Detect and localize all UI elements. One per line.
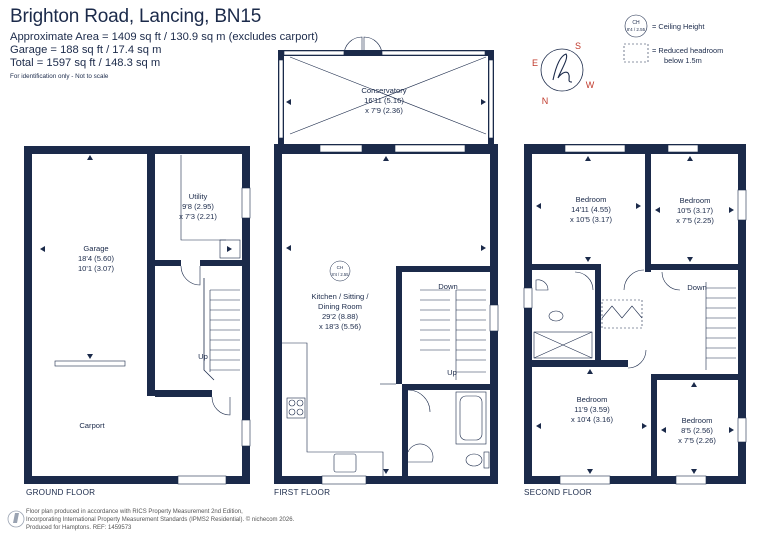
bedroom2-name: Bedroom: [680, 196, 711, 205]
kitchen-dims2: x 18'3 (5.56): [319, 322, 361, 331]
first-floor-label: FIRST FLOOR: [274, 488, 331, 497]
garage-dims1: 18'4 (5.60): [78, 254, 115, 263]
compass-south: S: [575, 41, 581, 51]
total-area: Total = 1597 sq ft / 148.3 sq m: [10, 57, 161, 69]
ground-floor-label: GROUND FLOOR: [26, 488, 96, 497]
second-floor-plan: [523, 144, 747, 485]
property-title: Brighton Road, Lancing, BN15: [10, 6, 262, 27]
carport-name: Carport: [79, 421, 105, 430]
utility-name: Utility: [189, 192, 208, 201]
bedroom3-name: Bedroom: [577, 395, 608, 404]
compass-north: N: [542, 96, 549, 106]
conservatory-dims1: 16'11 (5.16): [364, 96, 404, 105]
bedroom3-dims1: 11'9 (3.59): [574, 405, 610, 414]
legend-reduced-label-2: below 1.5m: [664, 56, 702, 65]
ground-floor-plan: [24, 146, 251, 485]
approximate-area: Approximate Area = 1409 sq ft / 130.9 sq…: [10, 31, 319, 43]
bedroom4-name: Bedroom: [682, 416, 713, 425]
first-stairs-down: Down: [438, 282, 457, 291]
identification-note: For identification only - Not to scale: [10, 73, 109, 80]
footprint-icon: [7, 510, 25, 528]
first-floor-plan: [274, 36, 499, 485]
conservatory-dims2: x 7'9 (2.36): [365, 106, 403, 115]
footer-line-1: Floor plan produced in accordance with R…: [26, 509, 243, 515]
compass-east: E: [532, 58, 538, 68]
garage-area: Garage = 188 sq ft / 17.4 sq m: [10, 44, 162, 56]
bedroom4-dims2: x 7'5 (2.26): [678, 436, 716, 445]
svg-text:8'4 / 2.55: 8'4 / 2.55: [627, 27, 646, 32]
bedroom2-dims2: x 7'5 (2.25): [676, 216, 714, 225]
bedroom4-dims1: 8'5 (2.56): [681, 426, 713, 435]
first-stairs-up: Up: [447, 368, 457, 377]
footer-line-3: Produced for Hamptons. REF: 1459573: [26, 525, 132, 531]
bedroom1-dims1: 14'11 (4.55): [571, 205, 611, 214]
kitchen-name: Kitchen / Sitting /: [312, 292, 370, 301]
second-stairs-down: Down: [687, 283, 706, 292]
second-floor-label: SECOND FLOOR: [524, 488, 592, 497]
garage-name: Garage: [83, 244, 108, 253]
bedroom2-dims1: 10'5 (3.17): [677, 206, 714, 215]
utility-dims1: 9'8 (2.95): [182, 202, 214, 211]
bedroom3-dims2: x 10'4 (3.16): [571, 415, 613, 424]
compass-west: W: [586, 80, 595, 90]
kitchen-dims1: 29'2 (8.88): [322, 312, 359, 321]
garage-dims2: 10'1 (3.07): [78, 264, 115, 273]
legend-reduced-symbol: [623, 43, 649, 63]
kitchen-ch-bottom: 8'4 / 2.55: [331, 272, 349, 277]
bedroom1-dims2: x 10'5 (3.17): [570, 215, 612, 224]
ground-stairs-up: Up: [198, 352, 208, 361]
compass-icon: S E W N: [532, 41, 595, 106]
kitchen-name2: Dining Room: [318, 302, 362, 311]
bedroom1-name: Bedroom: [576, 195, 607, 204]
kitchen-ch-top: CH: [337, 265, 344, 270]
legend-ceiling-label: = Ceiling Height: [652, 22, 705, 31]
conservatory-name: Conservatory: [361, 86, 406, 95]
legend-ceiling-symbol: CH 8'4 / 2.55: [624, 14, 648, 38]
utility-dims2: x 7'3 (2.21): [179, 212, 217, 221]
footer-line-2: Incorporating International Property Mea…: [26, 517, 295, 523]
legend-reduced-label: = Reduced headroom: [652, 46, 724, 55]
svg-text:CH: CH: [632, 20, 640, 26]
